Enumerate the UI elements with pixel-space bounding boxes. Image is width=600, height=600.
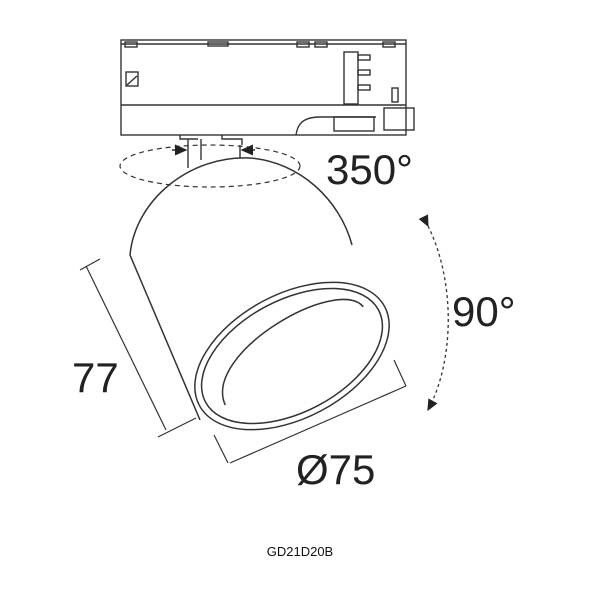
diameter-dimension	[213, 359, 407, 464]
height-dimension	[79, 258, 197, 438]
tilt-label: 90°	[452, 288, 516, 335]
track-adapter	[120, 39, 415, 145]
stem	[187, 139, 241, 168]
diameter-label: Ø75	[296, 446, 375, 493]
model-code: GD21D20B	[266, 544, 334, 559]
rotation-label: 350°	[326, 146, 413, 193]
spotlight-body	[129, 157, 390, 431]
rotation-ellipse	[119, 144, 301, 188]
tilt-arc	[418, 214, 449, 412]
height-label: 77	[72, 354, 119, 401]
